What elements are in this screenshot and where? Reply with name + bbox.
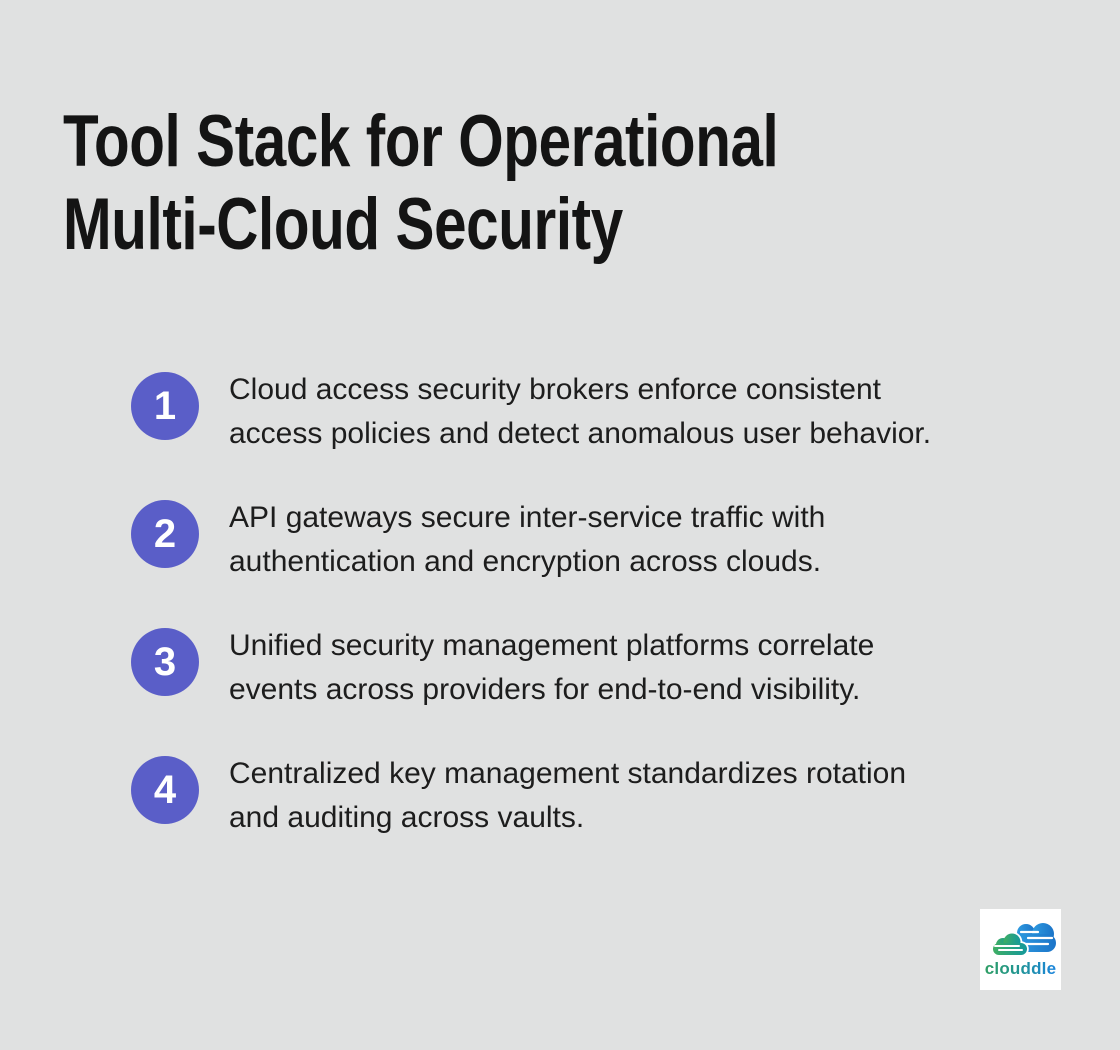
page-title-line-2: Multi-Cloud Security (63, 184, 623, 265)
list-item-text: Cloud access security brokers enforce co… (229, 373, 932, 450)
list-item: 1 Cloud access security brokers enforce … (131, 368, 931, 456)
step-number-badge: 2 (131, 500, 199, 568)
brand-logo: clouddle (980, 909, 1061, 990)
clouddle-clouds-icon (990, 923, 1056, 957)
step-number-badge: 3 (131, 628, 199, 696)
page-title-line-1: Tool Stack for Operational (63, 101, 779, 182)
list-item: 4 Centralized key management standardize… (131, 752, 931, 840)
page-title: Tool Stack for Operational Multi-Cloud S… (63, 100, 779, 266)
list-item: 2 API gateways secure inter-service traf… (131, 496, 931, 584)
step-number-badge: 1 (131, 372, 199, 440)
list-item-text: API gateways secure inter-service traffi… (229, 501, 826, 578)
list-item-text: Centralized key management standardizes … (229, 757, 907, 834)
brand-name: clouddle (980, 959, 1061, 979)
list-item-text: Unified security management platforms co… (229, 629, 875, 706)
tool-list: 1 Cloud access security brokers enforce … (131, 368, 931, 840)
list-item: 3 Unified security management platforms … (131, 624, 931, 712)
step-number-badge: 4 (131, 756, 199, 824)
